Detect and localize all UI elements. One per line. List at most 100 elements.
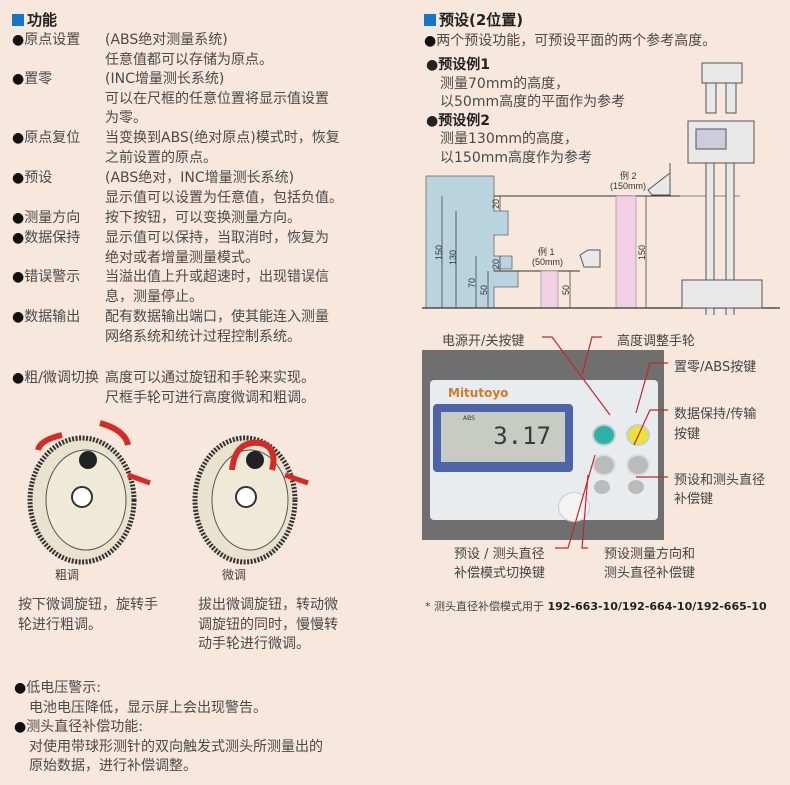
pink-gauge-2 [615, 195, 637, 309]
feature-label: 置零 [24, 71, 53, 87]
desc-line: 动手轮进行微调。 [198, 636, 310, 652]
pink-gauge-1 [540, 270, 559, 309]
description-line: 可以在尺框的任意位置将显示值设置 [105, 90, 329, 107]
feature-label: 测量方向 [24, 210, 81, 226]
preset-direction-button[interactable] [594, 480, 610, 494]
feature-description: 配有数据输出端口，使其能连入测量网络系统和统计过程控制系统。 [105, 308, 329, 347]
feature-label: 预设 [24, 170, 53, 186]
example1-value: (50mm) [532, 257, 563, 267]
dim-label: 20 [491, 259, 501, 269]
lcd-frame: ABS 3.17 [433, 404, 573, 472]
example2-label: 例 2 [620, 170, 637, 181]
square-bullet-icon [12, 14, 24, 26]
workpiece-block [425, 175, 740, 309]
preset-intro: ●两个预设功能，可预设平面的两个参考高度。 [424, 32, 716, 52]
dim-label: 130 [448, 250, 458, 265]
description-line: 当变换到ABS(绝对原点)模式时，恢复 [105, 130, 340, 146]
feature-label: 原点设置 [24, 32, 81, 48]
feature-label: 数据保持 [24, 230, 81, 246]
feature-description: (INC增量测长系统) 可以在尺框的任意位置将显示值设置为零。 [105, 70, 329, 129]
description-line: 显示值可以设置为任意值，包括负值。 [105, 189, 343, 206]
description-line: 按下按钮，可以变换测量方向。 [105, 210, 301, 226]
section-title-preset: 预设(2位置) [424, 9, 523, 30]
extra-label: 测头直径补偿功能: [26, 719, 143, 735]
bullet-icon: ● [426, 112, 439, 129]
feature-label-wrap: ●错误警示 [12, 268, 80, 288]
coarse-description: 按下微调旋钮，旋转手 轮进行粗调。 [18, 596, 158, 635]
callout-hold: 数据保持/传输 [674, 407, 757, 422]
example2-value: (150mm) [610, 181, 646, 191]
dim-label: 150 [637, 245, 647, 260]
extra-desc: 电池电压降低，显示屏上会出现警告。 [29, 699, 267, 716]
example-title: 预设例2 [438, 112, 490, 129]
arrow-left-icon [35, 432, 63, 451]
description-line: 任意值都可以存储为原点。 [105, 51, 273, 68]
footnote: * 测头直径补偿模式用于 192-663-10/192-664-10/192-6… [425, 598, 767, 614]
feature-description: 按下按钮，可以变换测量方向。 [105, 209, 301, 229]
extra-desc: 原始数据，进行补偿调整。 [29, 758, 197, 774]
bullet-icon: ● [12, 269, 25, 285]
handwheel-illustrations [27, 420, 309, 565]
dim-label: 50 [479, 285, 489, 295]
lcd-mode: ABS [463, 415, 475, 422]
feature-label-wrap: ●数据保持 [12, 229, 80, 249]
hold-data-button[interactable] [626, 454, 650, 476]
callout-preset-mode-2: 补偿模式切换键 [454, 566, 546, 581]
example-title: 预设例1 [438, 57, 490, 73]
display-unit-photo: Mitutoyo ABS 3.17 [422, 350, 664, 540]
description-line: (INC增量测长系统) [105, 71, 225, 87]
desc-line: 拔出微调旋钮，转动微 [198, 597, 338, 613]
description-line: 之前设置的原点。 [105, 149, 217, 166]
example-line: 以150mm高度作为参考 [440, 149, 592, 166]
description-line: 显示值可以保持，当取消时，恢复为 [105, 230, 329, 246]
description-line: 当溢出值上升或超速时，出现错误信 [105, 269, 329, 285]
dim-label: 20 [491, 199, 501, 209]
callout-power: 电源开/关按键 [442, 334, 525, 349]
title-text: 预设(2位置) [439, 11, 524, 29]
feature-description: 当变换到ABS(绝对原点)模式时，恢复之前设置的原点。 [105, 129, 340, 168]
feature-description: 显示值可以保持，当取消时，恢复为绝对或者增量测量模式。 [105, 229, 329, 268]
callout-preset-mode: 预设 / 测头直径 [454, 547, 545, 562]
dim-label: 50 [561, 285, 571, 295]
callout-direction: 预设测量方向和 [604, 547, 696, 562]
feature-label: 原点复位 [24, 130, 81, 146]
example1-label: 例 1 [538, 246, 555, 257]
bullet-icon: ● [14, 719, 27, 735]
extra-features: ●低电压警示: 电池电压降低，显示屏上会出现警告。 ●测头直径补偿功能: 对使用… [14, 679, 323, 777]
bullet-icon: ● [12, 230, 25, 246]
power-button[interactable] [592, 424, 616, 446]
fine-description: 拔出微调旋钮，转动微 调旋钮的同时，慢慢转 动手轮进行微调。 [198, 596, 338, 655]
feature-label: 数据输出 [24, 309, 81, 325]
bullet-icon: ● [12, 170, 25, 186]
feature-description: (ABS绝对，INC增量测长系统) 显示值可以设置为任意值，包括负值。 [105, 169, 343, 208]
bullet-icon: ● [12, 309, 25, 325]
example-line: 测量70mm的高度， [440, 75, 570, 92]
callout-direction-2: 测头直径补偿键 [604, 566, 696, 581]
preset-mode-button[interactable] [592, 454, 616, 476]
feature-label: 错误警示 [24, 269, 81, 285]
desc-line: 按下微调旋钮，旋转手 [18, 597, 158, 613]
description-line: 息，测量停止。 [105, 288, 203, 305]
description-line: 为零。 [105, 110, 147, 126]
bullet-icon: ● [12, 130, 25, 146]
example-line: 测量130mm的高度， [440, 131, 578, 147]
feature-label-wrap: ●粗/微调切换 [12, 369, 99, 389]
feature-description: 高度可以通过旋钮和手轮来实现。尺框手轮可进行高度微调和粗调。 [105, 369, 315, 408]
preset-examples: ●预设例1 测量70mm的高度， 以50mm高度的平面作为参考 ●预设例2 测量… [426, 56, 625, 167]
intro-text: 两个预设功能，可预设平面的两个参考高度。 [436, 33, 717, 49]
bullet-icon: ● [424, 33, 437, 49]
title-text: 功能 [27, 11, 58, 29]
callout-height-wheel: 高度调整手轮 [617, 334, 696, 349]
callout-hold-2: 按键 [674, 427, 701, 442]
bullet-icon: ● [12, 32, 25, 48]
rotate-arrow-icon [229, 439, 277, 471]
fine-wheel [192, 435, 298, 565]
description-line: (ABS绝对，INC增量测长系统) [105, 170, 295, 186]
feature-label-wrap: ●置零 [12, 70, 52, 90]
preset-compensation-button[interactable] [628, 480, 644, 494]
desc-line: 调旋钮的同时，慢慢转 [198, 616, 338, 633]
brand-logo: Mitutoyo [448, 386, 509, 400]
feature-label-wrap: ●原点设置 [12, 31, 80, 51]
feature-label: 粗/微调切换 [24, 370, 99, 386]
extra-desc: 对使用带球形测针的双向触发式测头所测量出的 [29, 738, 323, 755]
